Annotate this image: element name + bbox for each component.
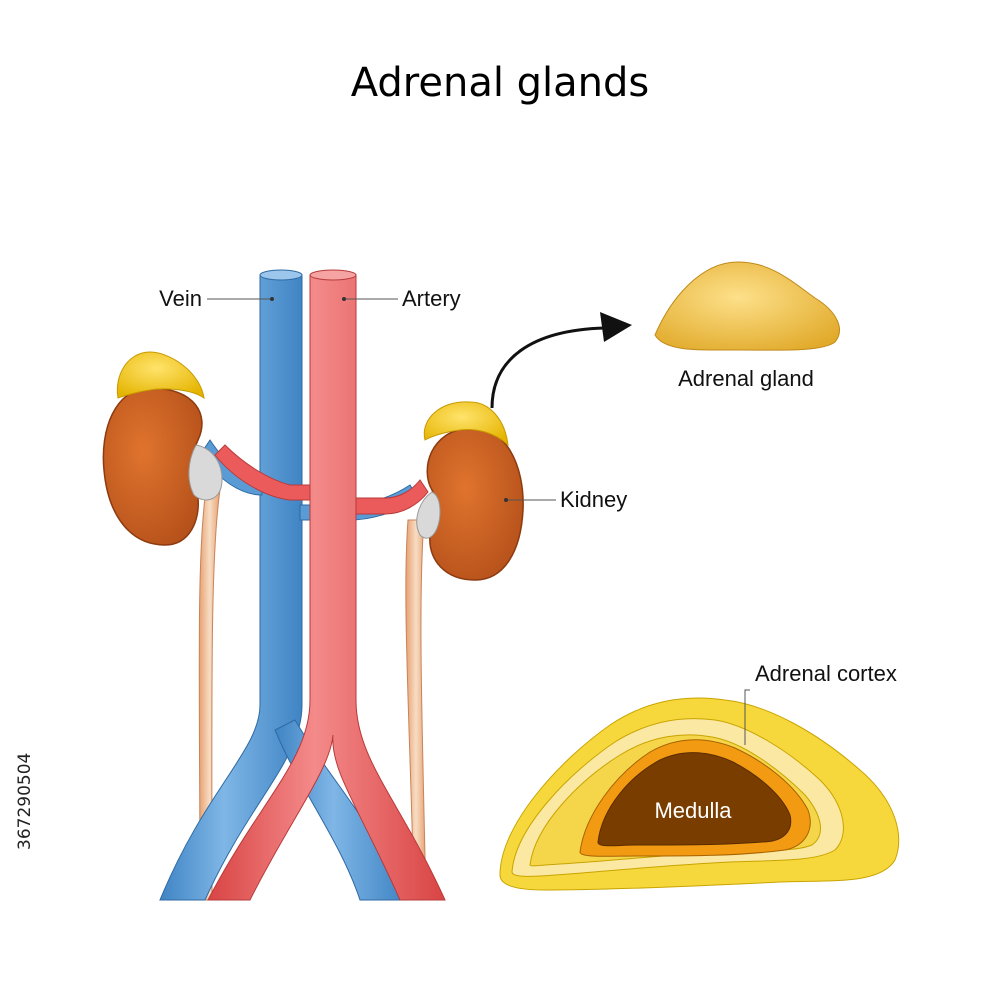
pointer-arrow bbox=[490, 312, 632, 409]
left-adrenal-gland bbox=[116, 351, 205, 400]
cortex-leader-line bbox=[744, 689, 750, 745]
diagram-title: Adrenal glands bbox=[351, 60, 650, 106]
left-kidney bbox=[102, 387, 223, 546]
right-kidney bbox=[416, 427, 524, 581]
adrenal-cross-section bbox=[499, 697, 900, 891]
kidney-label: Kidney bbox=[560, 487, 627, 512]
adrenal-gland-label: Adrenal gland bbox=[678, 366, 814, 391]
artery-leader-dot bbox=[342, 297, 346, 301]
kidney-leader-dot bbox=[504, 498, 508, 502]
right-adrenal-gland bbox=[423, 401, 509, 447]
artery-label: Artery bbox=[402, 286, 461, 311]
vein-label: Vein bbox=[159, 286, 202, 311]
vein-leader-dot bbox=[270, 297, 274, 301]
stock-id: 367290504 bbox=[15, 753, 35, 850]
medulla-label: Medulla bbox=[654, 798, 732, 823]
isolated-adrenal-gland bbox=[654, 261, 840, 351]
adrenal-cortex-label: Adrenal cortex bbox=[755, 661, 897, 686]
artery-vessel bbox=[207, 269, 446, 901]
